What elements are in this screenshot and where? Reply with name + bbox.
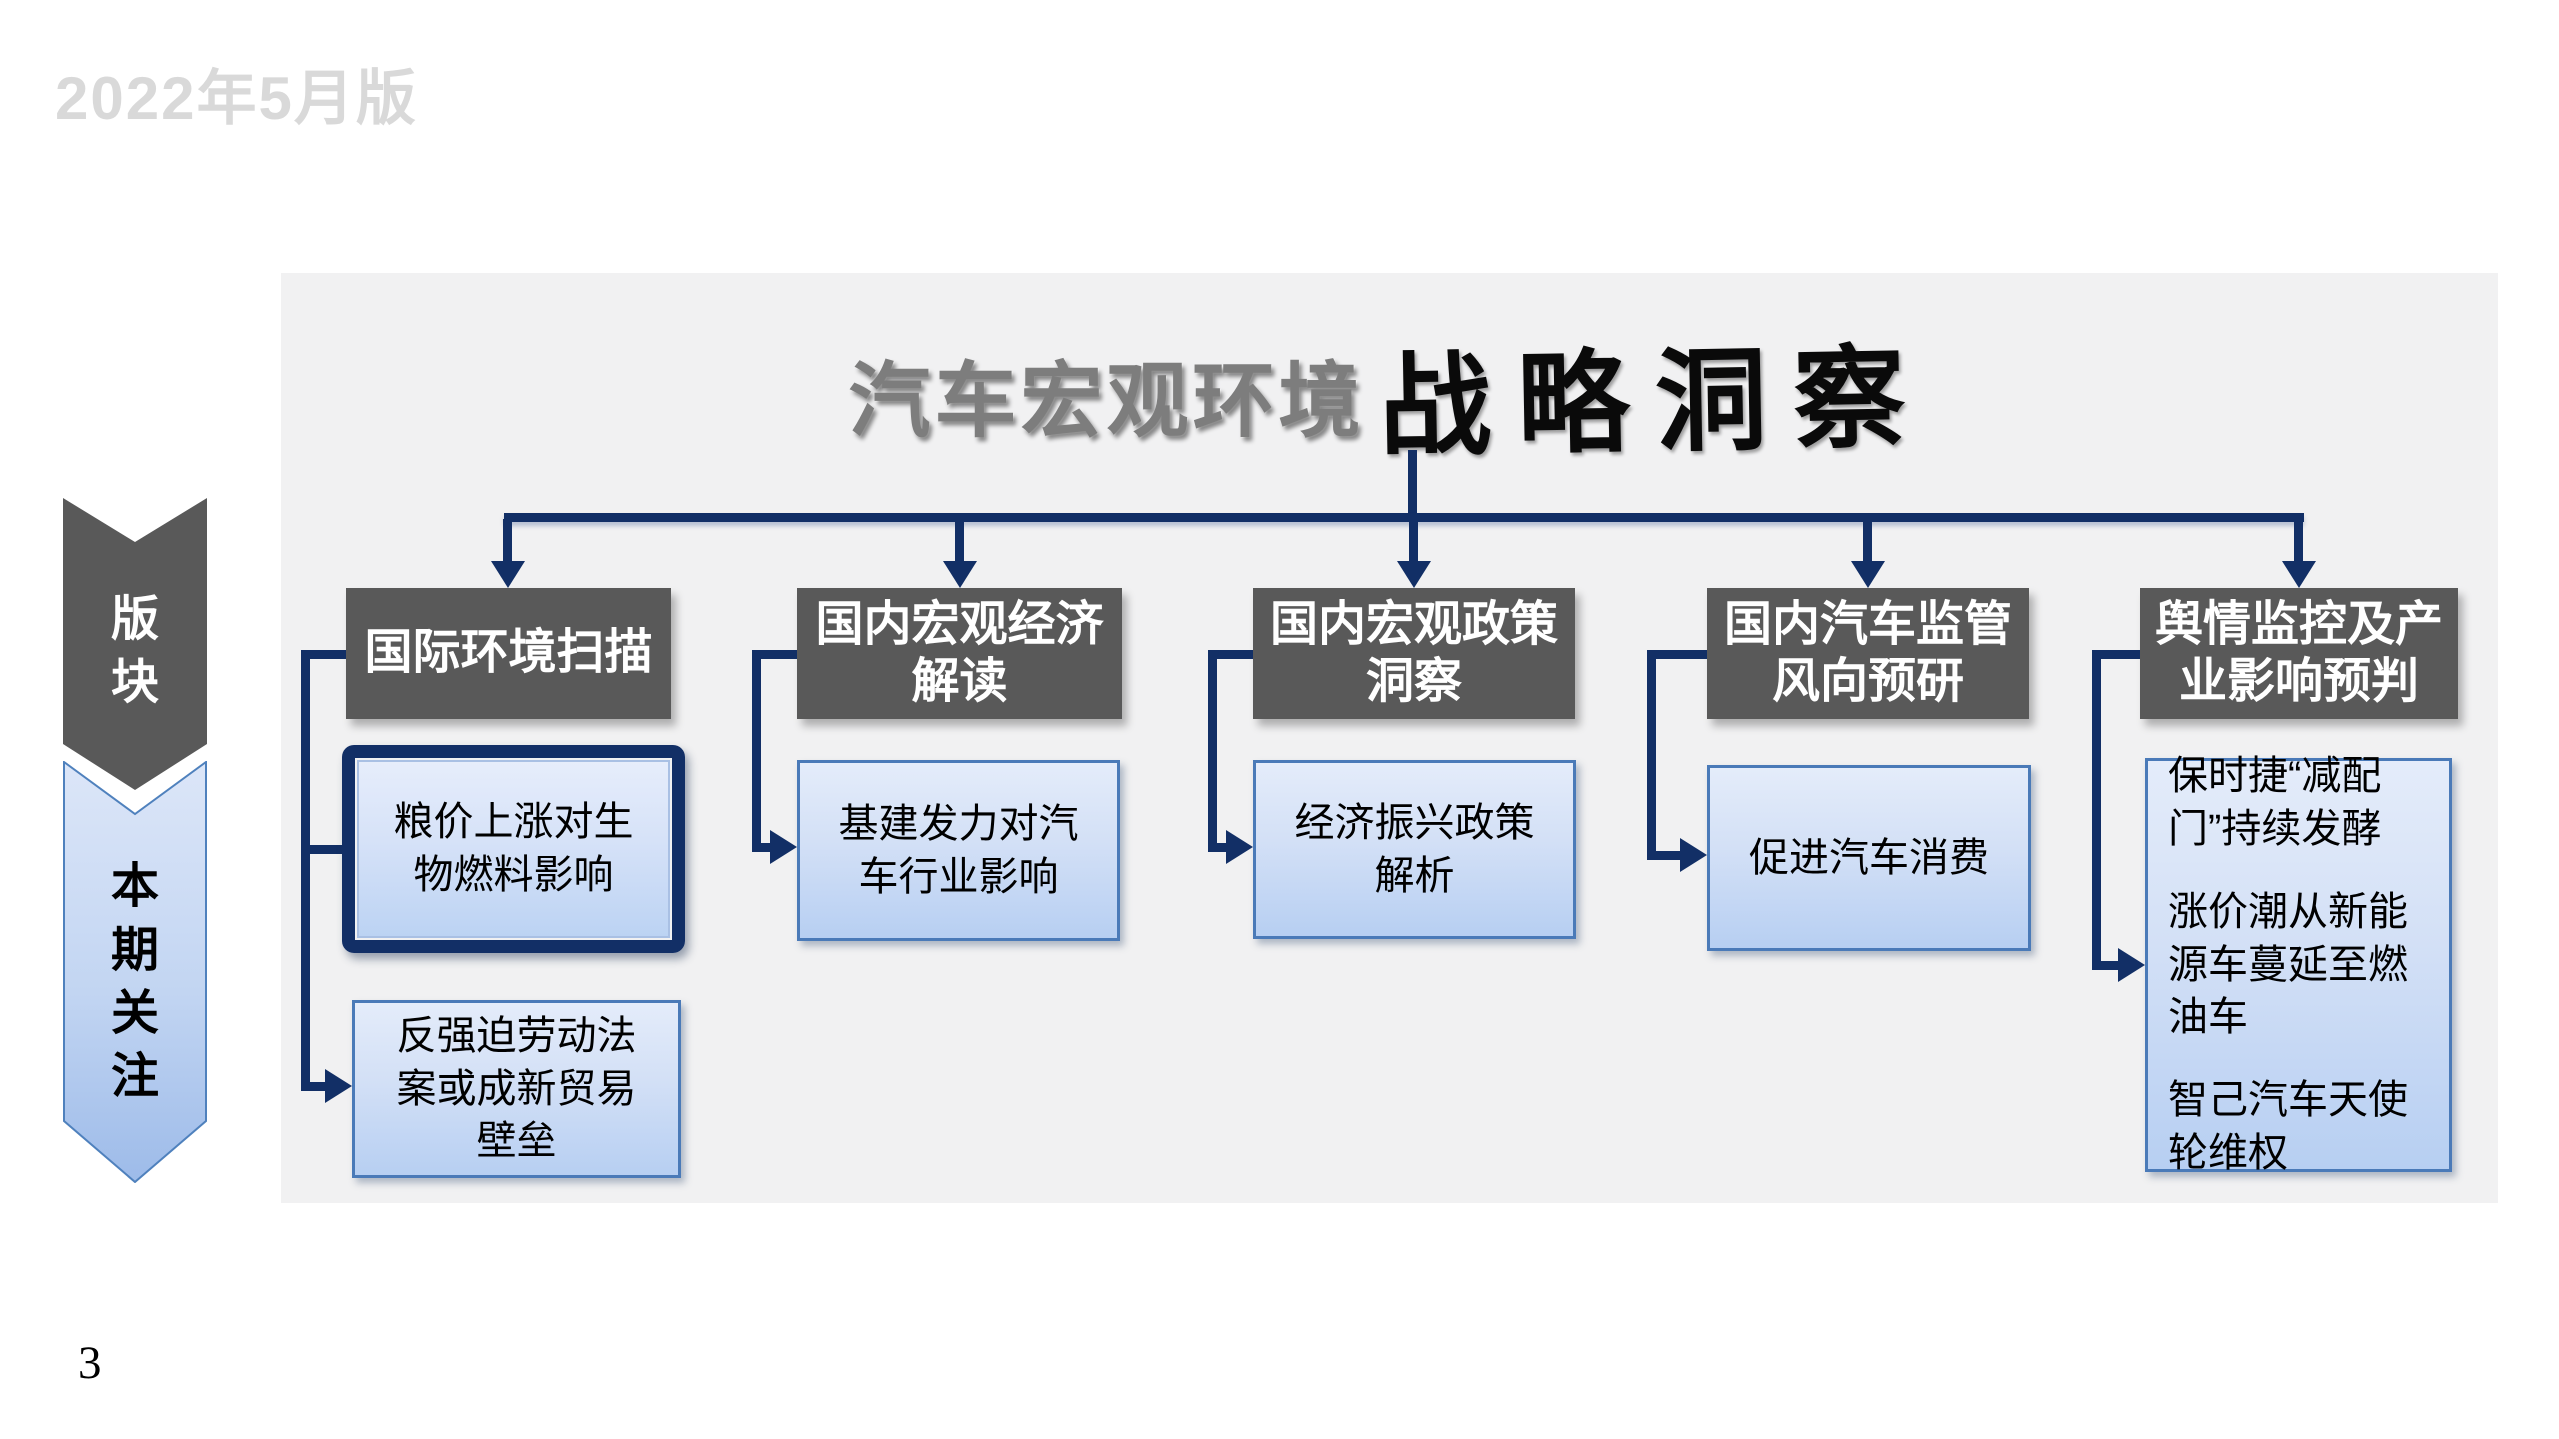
connector-drop-2: [955, 519, 964, 562]
connector-col2-stub: [752, 650, 797, 659]
connector-col1-vline: [301, 650, 310, 1091]
connector-col5-into-item: [2100, 961, 2120, 970]
connector-col3-stub: [1208, 650, 1253, 659]
topic-zhiji-angel-round: 智己汽车天使 轮维权: [2168, 1078, 2408, 1175]
arrow-down-icon: [1851, 561, 1885, 588]
connector-col4-stub: [1647, 650, 1707, 659]
connector-drop-3: [1409, 519, 1418, 562]
connector-col1-stub: [301, 650, 346, 659]
header-box-domestic-macro-policy: 国内宏观政策 洞察: [1253, 588, 1575, 719]
topic-box-promote-auto-consumption: 促进汽车消费: [1707, 765, 2031, 951]
topic-box-forced-labor-act: 反强迫劳动法 案或成新贸易 壁垒: [352, 1000, 681, 1178]
version-label: 2022年5月版: [55, 65, 418, 132]
connector-main-hline: [504, 513, 2304, 522]
connector-col4-vline: [1647, 650, 1656, 860]
topic-price-rise-wave: 涨价潮从新能 源车蔓延至燃 油车: [2168, 889, 2408, 1040]
sidebar-label-blocks: 版块: [110, 592, 159, 709]
connector-col3-vline: [1208, 650, 1217, 852]
connector-col3-into-item: [1216, 843, 1230, 852]
title-gray-part: 汽车宏观环境: [848, 355, 1365, 447]
connector-drop-5: [2294, 519, 2303, 562]
connector-col5-vline: [2092, 650, 2101, 970]
connector-col1-into-item1: [309, 845, 344, 854]
topic-box-sentiment-list: 保时捷“减配 门”持续发酵 涨价潮从新能 源车蔓延至燃 油车 智己汽车天使 轮维…: [2145, 754, 2452, 1175]
arrow-right-icon: [325, 1069, 352, 1103]
header-box-domestic-macro-economy: 国内宏观经济 解读: [797, 588, 1122, 719]
chevron-blocks-shape: [63, 498, 207, 790]
connector-title-stub: [1408, 450, 1417, 516]
connector-drop-4: [1863, 519, 1872, 562]
title-calligraphy-part: 战略洞察: [1377, 335, 1932, 470]
arrow-right-icon: [2118, 948, 2145, 982]
arrow-right-icon: [1680, 838, 1707, 872]
highlight-frame: 粮价上涨对生 物燃料影响: [342, 745, 685, 953]
header-box-international-scan: 国际环境扫描: [346, 588, 671, 719]
connector-col1-into-item2: [309, 1082, 327, 1091]
header-box-sentiment-monitoring: 舆情监控及产 业影响预判: [2140, 588, 2458, 719]
connector-col4-into-item: [1655, 851, 1683, 860]
sidebar-label-current-focus: 本期关注: [110, 860, 159, 1104]
slide-title: 汽车宏观环境 战略洞察: [281, 318, 2498, 470]
connector-drop-1: [503, 519, 512, 562]
arrow-down-icon: [1397, 561, 1431, 588]
arrow-right-icon: [1226, 830, 1253, 864]
chevron-focus-shape: [63, 761, 207, 1183]
connector-col5-stub: [2092, 650, 2140, 659]
topic-box-infrastructure-auto: 基建发力对汽 车行业影响: [797, 760, 1120, 941]
header-box-auto-regulation: 国内汽车监管 风向预研: [1707, 588, 2029, 719]
connector-col2-vline: [752, 650, 761, 852]
topic-box-economic-revitalization: 经济振兴政策 解析: [1253, 760, 1576, 939]
arrow-down-icon: [2282, 561, 2316, 588]
arrow-down-icon: [943, 561, 977, 588]
connector-col2-into-item: [760, 843, 774, 852]
topic-porsche-downgrade: 保时捷“减配 门”持续发酵: [2168, 754, 2382, 852]
arrow-down-icon: [491, 561, 525, 588]
page-number: 3: [78, 1337, 102, 1389]
arrow-right-icon: [770, 830, 797, 864]
topic-box-grain-price-biofuel: 粮价上涨对生 物燃料影响: [357, 760, 670, 938]
